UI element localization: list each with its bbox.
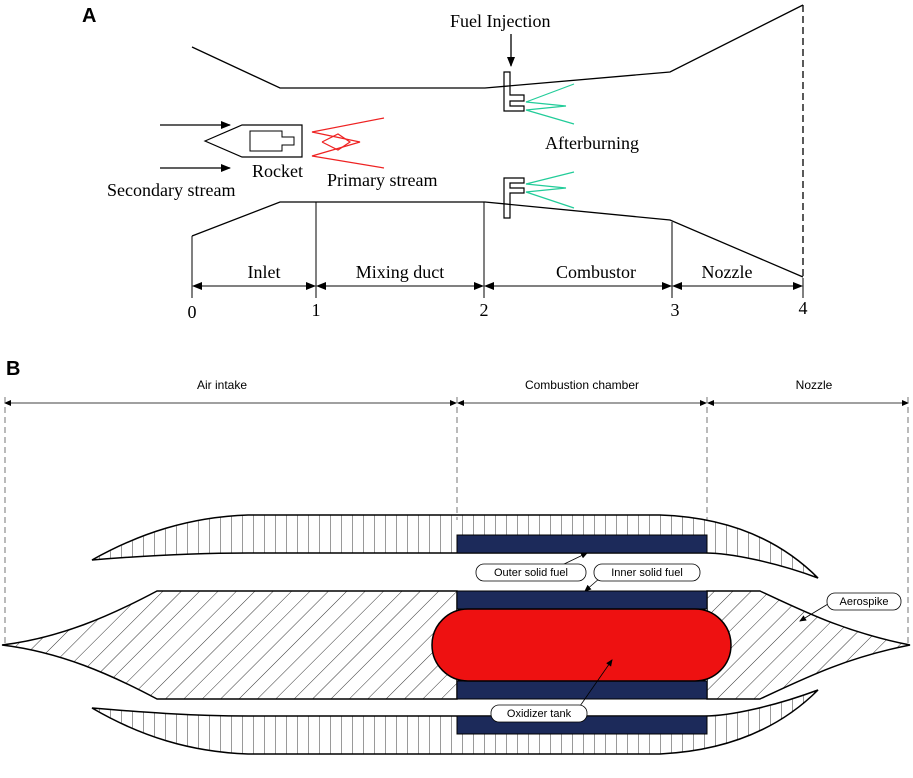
rocket <box>203 124 303 158</box>
primary-stream-label: Primary stream <box>327 170 437 190</box>
section-boundaries-dashed <box>4 397 909 645</box>
afterburn-flame-upper <box>525 83 575 125</box>
station-2: 2 <box>480 300 489 320</box>
fuel-injector-upper <box>503 71 525 112</box>
section-label-combustion-chamber: Combustion chamber <box>525 378 639 392</box>
section-label-combustor: Combustor <box>556 262 636 282</box>
inner-solid-fuel-upper <box>456 590 708 610</box>
section-label-nozzle-b: Nozzle <box>796 378 833 392</box>
panel-b: B Air intake Combustion chamber Nozzle <box>1 358 911 755</box>
upper-cowl <box>91 514 819 579</box>
afterburn-flame-lower <box>525 171 575 209</box>
outer-solid-fuel-upper <box>456 534 708 554</box>
panel-a-letter: A <box>82 5 96 27</box>
fuel-injector-lower <box>503 177 525 219</box>
aerospike-tail <box>706 590 911 700</box>
panel-a: A Fuel I <box>82 4 808 322</box>
oxidizer-tank <box>431 608 732 682</box>
fuel-injection-label: Fuel Injection <box>450 11 550 31</box>
callout-outer-solid-fuel-label: Outer solid fuel <box>494 567 568 579</box>
callout-oxidizer-tank-label: Oxidizer tank <box>507 708 572 720</box>
callout-inner-solid-fuel-label: Inner solid fuel <box>611 567 683 579</box>
station-lines <box>191 202 804 298</box>
section-label-inlet: Inlet <box>248 262 281 282</box>
station-1: 1 <box>312 300 321 320</box>
station-4: 4 <box>799 298 808 318</box>
callout-inner-solid-fuel: Inner solid fuel <box>593 563 701 582</box>
inner-solid-fuel-lower <box>456 680 708 700</box>
upper-wall <box>191 4 804 89</box>
secondary-stream-label: Secondary stream <box>107 180 235 200</box>
lower-cowl <box>91 689 819 755</box>
callout-aerospike: Aerospike <box>826 592 902 611</box>
afterburning-label: Afterburning <box>545 133 639 153</box>
panel-b-letter: B <box>6 358 20 380</box>
section-label-air-intake: Air intake <box>197 378 247 392</box>
station-0: 0 <box>188 302 197 322</box>
rocket-label: Rocket <box>252 161 303 181</box>
section-label-nozzle: Nozzle <box>702 262 753 282</box>
callout-aerospike-label: Aerospike <box>840 596 889 608</box>
callout-outer-solid-fuel: Outer solid fuel <box>475 563 587 582</box>
lower-wall <box>191 201 804 278</box>
section-label-mixing-duct: Mixing duct <box>356 262 445 282</box>
primary-flame <box>311 117 385 169</box>
station-3: 3 <box>671 300 680 320</box>
aerospike-center-body <box>1 590 458 700</box>
callout-oxidizer-tank: Oxidizer tank <box>490 704 588 723</box>
